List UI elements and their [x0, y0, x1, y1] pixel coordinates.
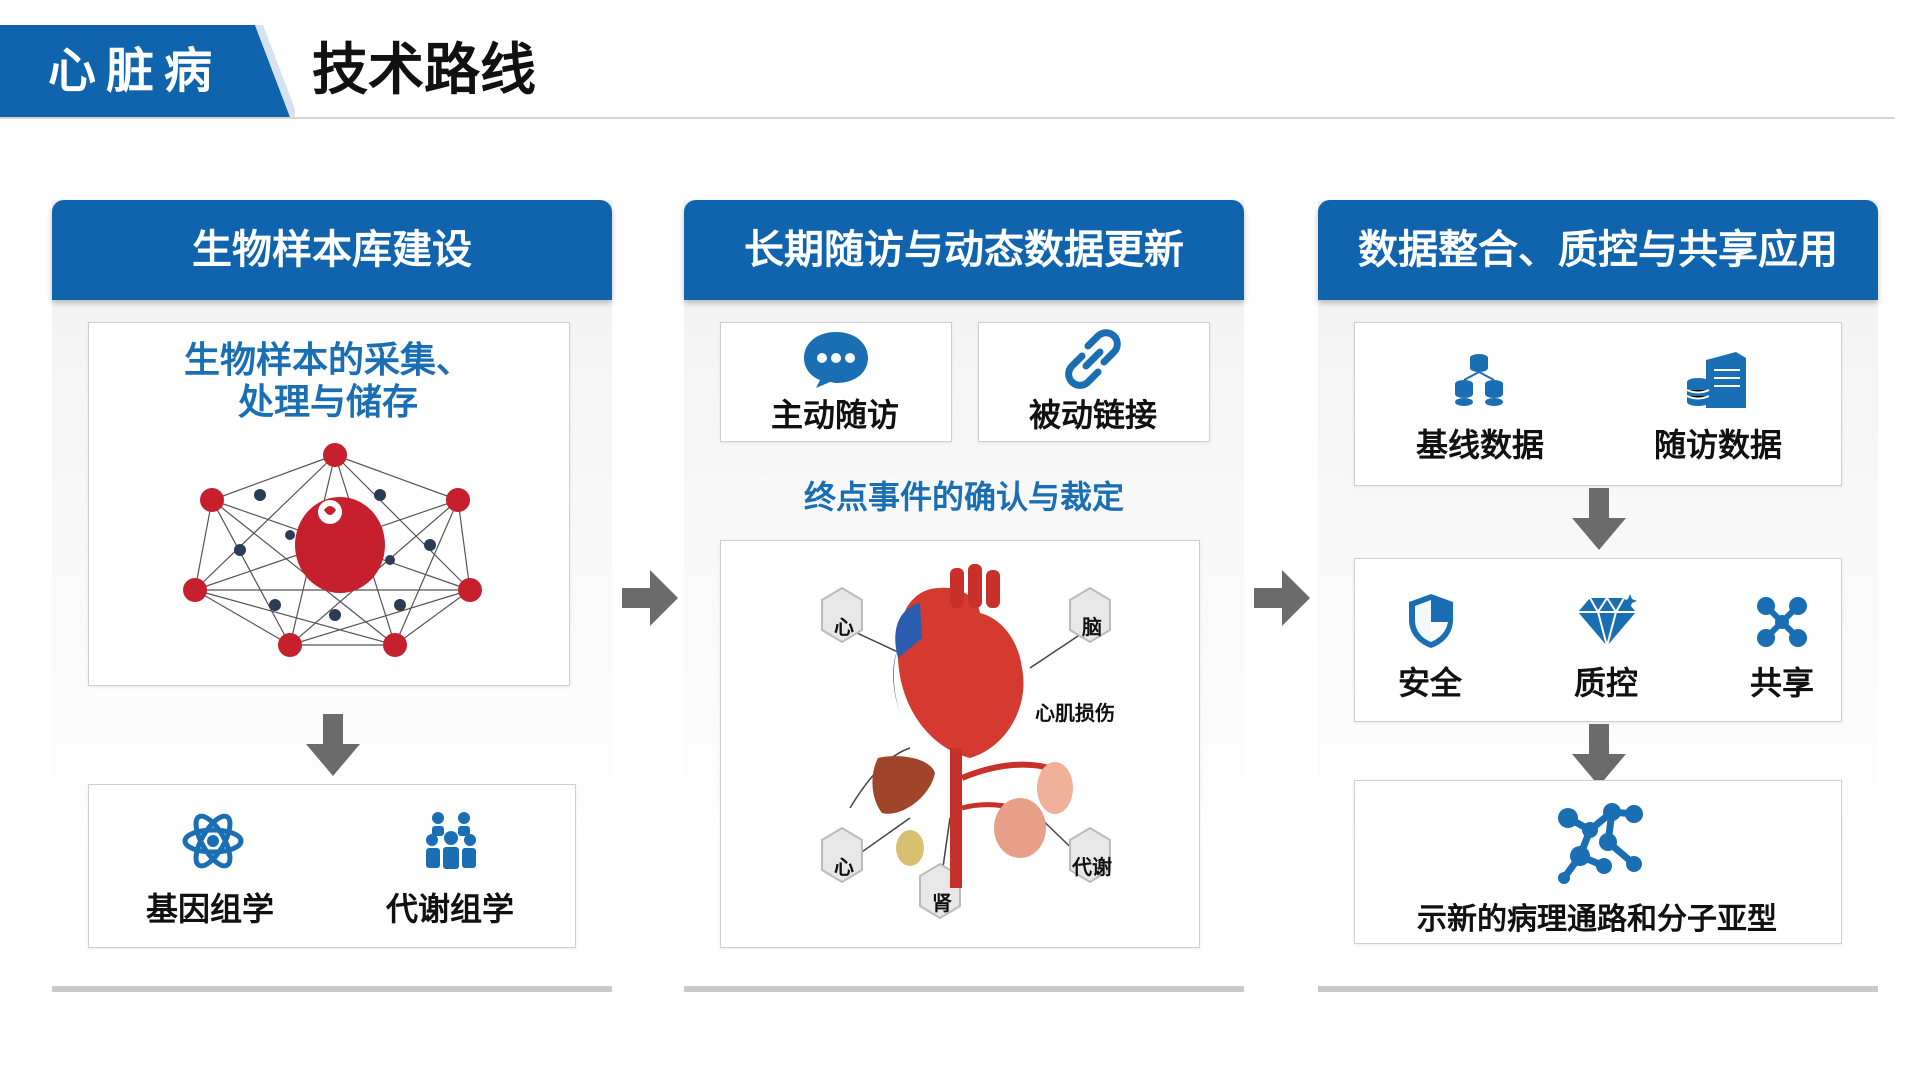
- sample-text: 生物样本的采集、 处理与储存: [88, 340, 568, 424]
- column-1-footer: [52, 986, 612, 992]
- shield-icon: [1409, 594, 1453, 648]
- share-nodes-icon: [1757, 597, 1807, 647]
- metabolomics-label: 代谢组学: [385, 890, 514, 928]
- link-icon: [1065, 329, 1121, 389]
- endpoint-subtitle: 终点事件的确认与裁定: [803, 478, 1124, 516]
- column-2-footer: [684, 986, 1244, 992]
- organ-label-heart-top: 心: [834, 616, 854, 639]
- arrow-down-icon: [306, 714, 360, 776]
- heart-network-illustration: [183, 443, 482, 657]
- passive-link-label: 被动链接: [1028, 396, 1157, 434]
- result-label: 示新的病理通路和分子亚型: [1417, 902, 1777, 937]
- organ-diagram: 心 脑 心肌损伤 心 代谢 肾: [821, 564, 1115, 920]
- security-label: 安全: [1397, 664, 1462, 702]
- column-2-header: 长期随访与动态数据更新: [684, 200, 1244, 300]
- organ-label-myocardial: 心肌损伤: [1035, 701, 1115, 725]
- active-followup-label: 主动随访: [770, 396, 899, 434]
- arrow-down-icon: [1572, 724, 1626, 786]
- arrow-right-icon: [622, 570, 678, 626]
- atom-icon: [182, 813, 244, 869]
- organ-label-metabolism: 代谢: [1071, 855, 1112, 879]
- group-icon: [426, 812, 476, 869]
- quality-control-label: 质控: [1573, 664, 1638, 702]
- organ-label-kidney: 肾: [932, 892, 952, 915]
- column-1-header: 生物样本库建设: [52, 200, 612, 300]
- column-3-header: 数据整合、质控与共享应用: [1318, 200, 1878, 300]
- data-card: [1354, 322, 1842, 486]
- header-tag: 心脏病: [48, 43, 223, 99]
- server-database-icon: [1686, 352, 1746, 408]
- baseline-data-label: 基线数据: [1415, 426, 1544, 464]
- sharing-label: 共享: [1749, 664, 1814, 702]
- page-title: 技术路线: [312, 38, 536, 103]
- diamond-icon: [1578, 594, 1637, 648]
- header-divider: [0, 117, 1895, 119]
- arrow-down-icon: [1572, 488, 1626, 550]
- database-tree-icon: [1455, 354, 1503, 406]
- sample-text-line1: 生物样本的采集、: [183, 340, 472, 381]
- header-tag-bg: [0, 25, 290, 117]
- sample-text-line2: 处理与储存: [237, 382, 418, 423]
- followup-data-label: 随访数据: [1653, 426, 1782, 464]
- organ-label-brain: 脑: [1082, 615, 1102, 639]
- omics-card: [88, 784, 576, 948]
- genomics-label: 基因组学: [145, 890, 274, 928]
- organ-label-heart-bottom: 心: [834, 856, 854, 879]
- molecule-pathway-icon: [1558, 803, 1643, 884]
- chat-bubble-icon: [804, 332, 868, 388]
- column-3-footer: [1318, 986, 1878, 992]
- sample-card: [88, 322, 570, 686]
- arrow-right-icon: [1254, 570, 1310, 626]
